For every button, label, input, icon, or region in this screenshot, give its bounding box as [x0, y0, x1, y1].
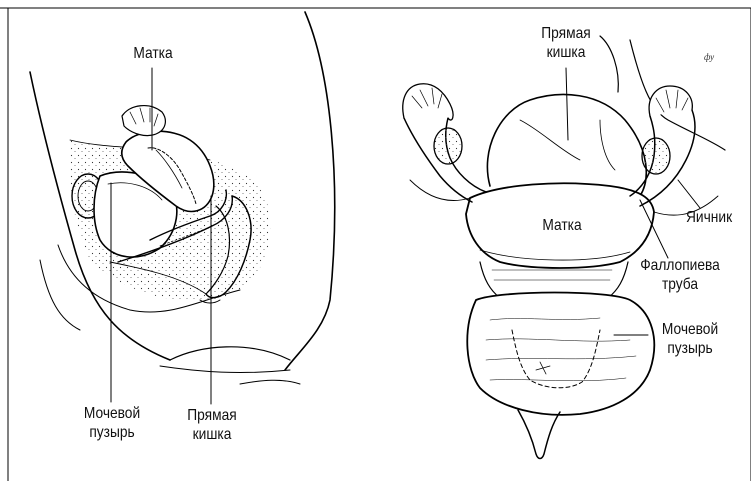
- label-right-ovary: Яичник: [686, 208, 732, 227]
- label-left-uterus: Матка: [133, 44, 173, 63]
- right-frontal-view: [403, 36, 725, 459]
- label-right-rectum: Прямая кишка: [535, 24, 597, 62]
- label-left-bladder: Мочевой пузырь: [74, 404, 150, 442]
- label-right-bladder: Мочевой пузырь: [652, 320, 728, 358]
- label-right-fallopian-tube: Фаллопиева труба: [635, 256, 724, 294]
- label-right-uterus: Матка: [538, 216, 586, 235]
- left-sagittal-view: [30, 12, 335, 404]
- artist-signature: фу: [704, 52, 714, 62]
- label-left-rectum: Прямая кишка: [181, 406, 243, 444]
